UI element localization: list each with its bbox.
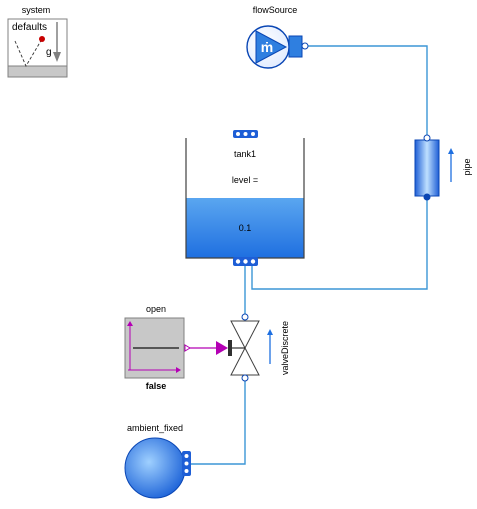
open-output-port[interactable] (184, 344, 191, 352)
valve-name: valveDiscrete (280, 321, 290, 375)
ambient-component[interactable]: ambient_fixed (124, 423, 191, 499)
pipe-name: pipe (462, 158, 472, 175)
system-pendulum-mass (39, 36, 45, 42)
open-component[interactable]: open false (124, 304, 191, 391)
valve-control-input-icon[interactable] (216, 341, 228, 355)
pipe-component[interactable]: pipe (414, 134, 472, 201)
system-pendulum-line (14, 38, 43, 67)
system-component[interactable]: system defaults g (7, 5, 68, 78)
flowsource-triangle-icon (255, 30, 288, 64)
pipe-port-b[interactable] (423, 193, 431, 201)
pipe-port-a[interactable] (423, 134, 431, 142)
ambient-ports[interactable] (182, 451, 191, 476)
valve-body-top (230, 320, 260, 350)
system-ground (7, 65, 68, 78)
tank-fluid (186, 198, 304, 258)
tank-top-ports (233, 130, 258, 138)
pipe-body (414, 139, 440, 197)
tank-bottom-ports[interactable] (233, 257, 258, 266)
valve-port-a[interactable] (241, 313, 249, 321)
pipe-flow-arrow-icon (448, 148, 454, 154)
flowsource-port-body (288, 35, 303, 58)
gravity-arrow-icon (53, 52, 61, 62)
valve-actuator (228, 340, 232, 356)
ambient-body (124, 437, 186, 499)
system-defaults-label: defaults (12, 22, 47, 33)
fluid-connections (187, 45, 428, 465)
tank-level-value: 0.1 (239, 223, 252, 233)
connection-valve-ambient[interactable] (187, 378, 246, 465)
gravity-label: g (46, 47, 52, 58)
ambient-name: ambient_fixed (127, 423, 183, 433)
tank-level-label: level = (232, 175, 258, 185)
open-axis-x-arrow-icon (176, 367, 181, 373)
valve-component[interactable]: valveDiscrete (216, 313, 290, 382)
valve-port-b[interactable] (241, 374, 249, 382)
valve-body-bottom (230, 346, 260, 376)
connection-pipe-tank[interactable] (251, 196, 428, 290)
open-value: false (146, 381, 167, 391)
valve-flow-arrow-icon (267, 329, 273, 335)
tank-component[interactable]: tank1 level = 0.1 (185, 130, 305, 266)
flowsource-mdot-symbol: ṁ (261, 39, 273, 55)
tank-name: tank1 (234, 149, 256, 159)
flowsource-name: flowSource (253, 5, 298, 15)
open-name: open (146, 304, 166, 314)
flowsource-component[interactable]: flowSource ṁ (246, 5, 309, 69)
connection-flowsource-pipe[interactable] (305, 45, 428, 138)
system-name: system (22, 5, 51, 15)
open-axis-y-arrow-icon (127, 321, 133, 326)
flowsource-port[interactable] (301, 42, 309, 50)
